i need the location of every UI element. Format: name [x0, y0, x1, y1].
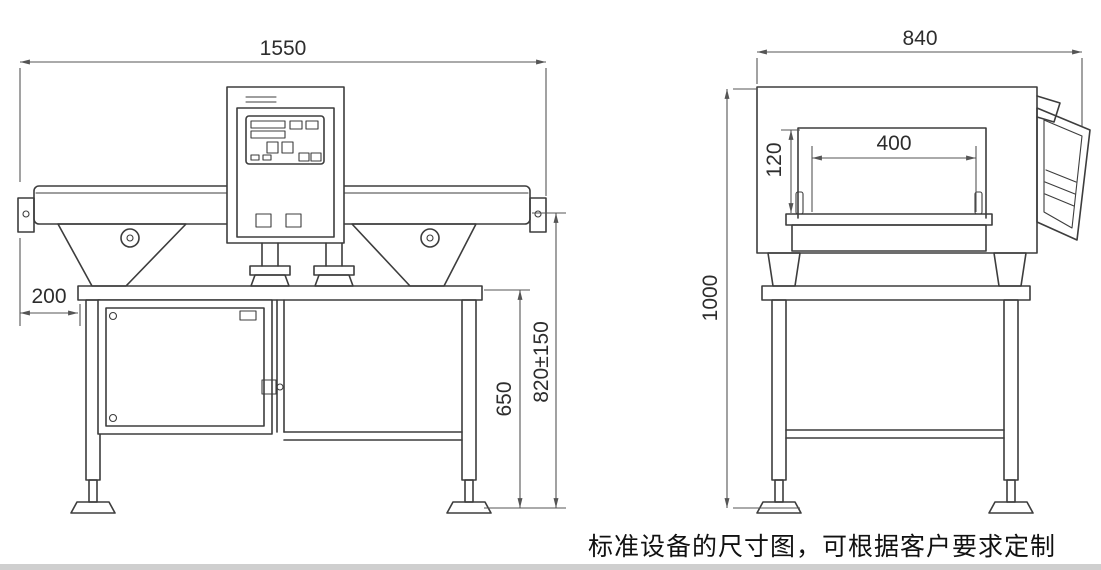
dim-infeed-offset-label: 200: [31, 285, 66, 308]
frame-and-legs: [77, 285, 483, 481]
dim-leg-height-label: 650: [493, 381, 516, 416]
dim-infeed-offset: 200: [19, 238, 81, 326]
control-display: [245, 115, 325, 165]
caption-text: 标准设备的尺寸图，可根据客户要求定制: [588, 533, 1057, 561]
dim-frame-height: 1000: [699, 88, 800, 509]
dim-total-width: 1550: [19, 37, 547, 196]
dim-aperture-height: 120: [763, 129, 800, 213]
side-frame-and-legs: [761, 252, 1031, 481]
dim-aperture-height-label: 120: [763, 142, 786, 177]
dim-belt-height: 820±150: [484, 212, 566, 509]
dim-total-depth-label: 840: [902, 27, 937, 50]
dim-total-width-label: 1550: [260, 37, 307, 60]
side-view: [756, 86, 1091, 514]
dim-belt-height-label: 820±150: [530, 321, 553, 403]
dim-aperture-width: 400: [811, 132, 977, 212]
front-view-dimensions: 1550 200 650 820±150: [19, 37, 566, 509]
side-control-panel: [1036, 95, 1091, 241]
dim-aperture-width-label: 400: [876, 132, 911, 155]
side-belt: [785, 191, 993, 252]
dim-frame-height-label: 1000: [699, 275, 722, 322]
bottom-divider: [0, 564, 1101, 570]
side-machine-feet: [756, 479, 1034, 514]
machine-feet: [70, 479, 492, 514]
head-pedestals: [249, 242, 355, 287]
side-view-dimensions: 840 1000 400 120: [699, 27, 1083, 509]
dim-total-depth: 840: [756, 27, 1083, 126]
detector-body: [756, 86, 1038, 254]
front-view: [17, 86, 547, 514]
dim-leg-height: 650: [484, 289, 530, 508]
detector-head: [226, 86, 345, 244]
cabinet: [97, 299, 284, 435]
